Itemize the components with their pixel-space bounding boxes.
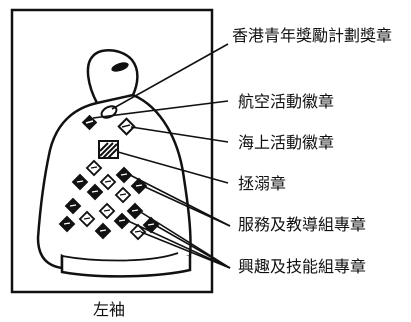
leader-hk-youth-award [111, 43, 229, 110]
label-hk-youth-award: 香港青年獎勵計劃獎章 [232, 26, 393, 45]
leader-interest-4 [125, 219, 231, 269]
leader-interest-2 [154, 224, 231, 269]
label-interest-skill: 興趣及技能組專章 [238, 257, 367, 276]
cuff-fold-line [61, 252, 179, 262]
sleeve-cuff [60, 256, 192, 278]
label-sea-activity: 海上活動徽章 [238, 133, 335, 152]
label-service-instructor: 服務及教導組專章 [238, 215, 367, 234]
diamond-marks [63, 173, 155, 232]
diagram-frame [10, 8, 214, 294]
diamond-marks-dark [83, 166, 142, 233]
sea-activity-badge [117, 117, 136, 136]
lifesaving-badge [98, 140, 119, 159]
leader-lines [92, 43, 231, 269]
label-air-activity: 航空活動徽章 [238, 92, 335, 111]
leader-air-activity [92, 100, 229, 119]
leader-service-2 [142, 185, 231, 227]
leader-sea-activity [130, 126, 229, 143]
label-lifesaving: 拯溺章 [238, 174, 287, 193]
leader-lifesaving [117, 151, 229, 184]
figure-caption: 左袖 [93, 300, 126, 319]
shoulder-tab-hole [111, 62, 129, 72]
